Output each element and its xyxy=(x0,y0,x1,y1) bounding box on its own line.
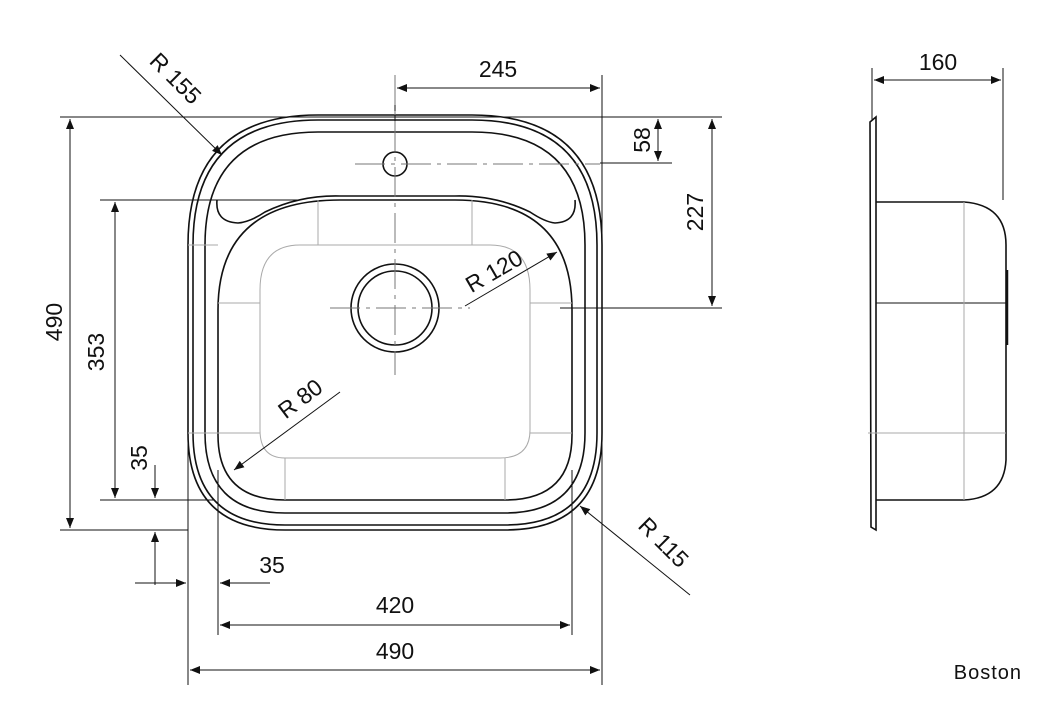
radius-155: R 155 xyxy=(145,47,207,109)
dim-353: 353 xyxy=(83,333,109,371)
dim-35-horizontal: 35 xyxy=(259,552,285,578)
dim-420: 420 xyxy=(376,592,414,618)
sink-side-view xyxy=(868,115,1009,532)
dim-35-vertical: 35 xyxy=(126,445,152,471)
dim-490-width: 490 xyxy=(376,638,414,664)
dim-160: 160 xyxy=(919,49,957,75)
dim-227: 227 xyxy=(682,193,708,231)
dim-58: 58 xyxy=(629,127,655,153)
radius-80: R 80 xyxy=(273,374,327,424)
radius-115: R 115 xyxy=(633,512,694,573)
model-name: Boston xyxy=(954,662,1022,684)
dim-245: 245 xyxy=(479,56,517,82)
dim-490-height: 490 xyxy=(41,303,67,341)
sink-top-view xyxy=(187,75,603,531)
dimension-lines xyxy=(66,54,1001,674)
extension-lines xyxy=(60,68,1004,685)
radius-120: R 120 xyxy=(461,244,527,297)
